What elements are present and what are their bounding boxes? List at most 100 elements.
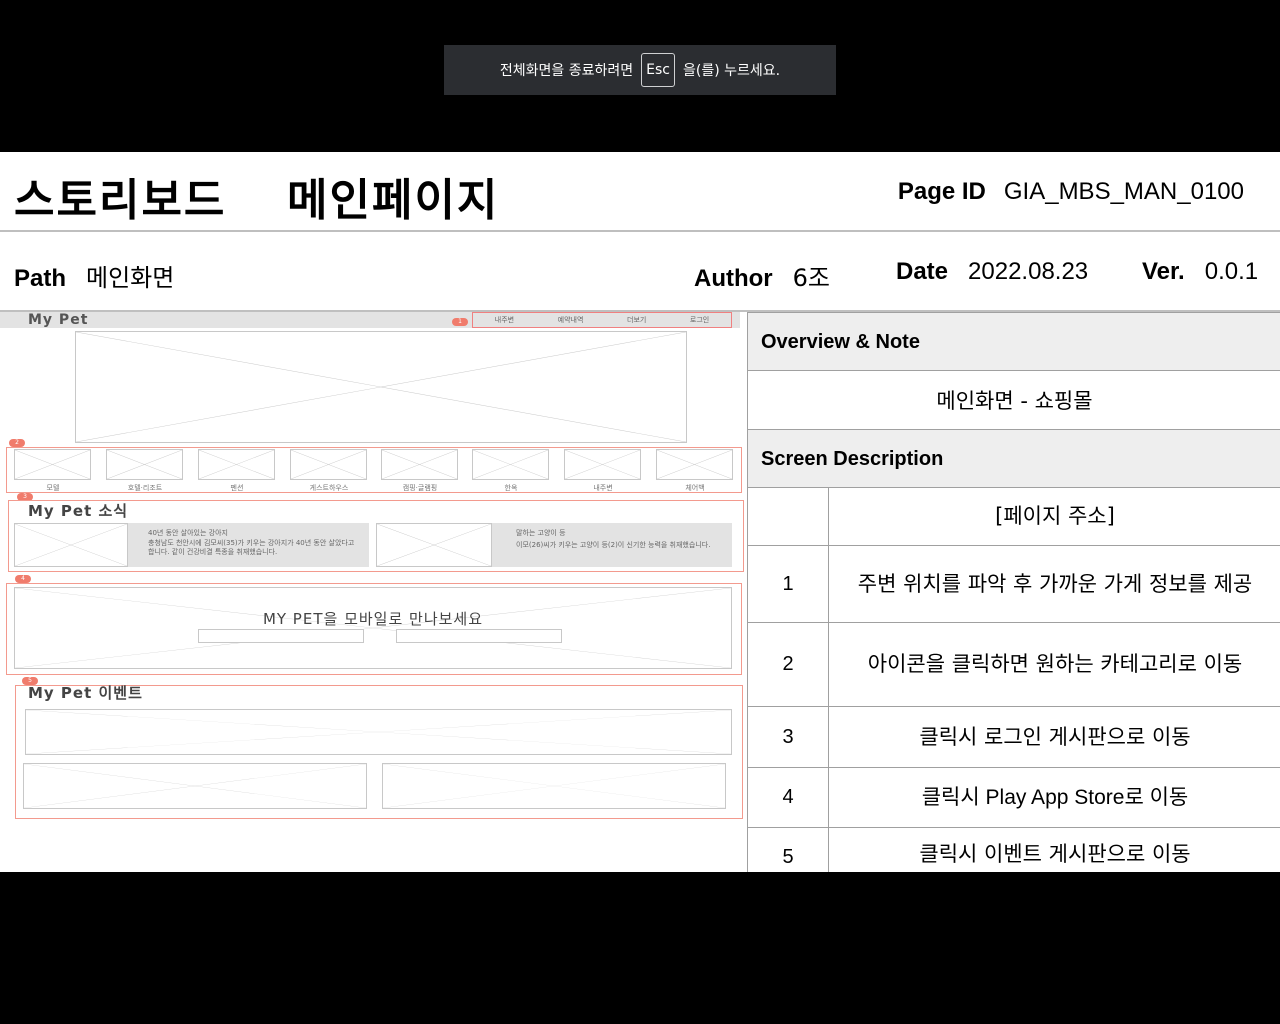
callout-badge-1: 1 <box>452 318 468 326</box>
wireframe-logo: My Pet <box>28 312 89 328</box>
overview-row: 메인화면 - 쇼핑몰 <box>748 370 1280 429</box>
wireframe-nav: My Pet 내주변 예약내역 더보기 로그인 <box>0 312 740 328</box>
category-icon-placeholder <box>106 449 183 480</box>
version-value: 0.0.1 <box>1204 258 1259 285</box>
category-icon-placeholder <box>290 449 367 480</box>
news-card-2: 말하는 고양이 등 이모(26)씨가 키우는 고양이 등(2)이 신기한 능력을… <box>376 523 732 567</box>
page-id-value: GIA_MBS_MAN_0100 <box>1003 178 1244 205</box>
event-section-box <box>15 685 743 819</box>
table-row: 1 주변 위치를 파악 후 가까운 가게 정보를 제공 <box>748 545 1280 622</box>
wf-menu-item: 내주변 <box>494 316 515 324</box>
app-store-button-placeholder <box>198 629 364 643</box>
news-card-title: 40년 동안 살아있는 강아지 <box>148 529 228 537</box>
callout-badge-5: 5 <box>22 677 38 685</box>
toast-suffix: 을(를) 누르세요. <box>682 63 781 79</box>
title-row: 스토리보드 메인페이지 Page ID GIA_MBS_MAN_0100 <box>0 152 1280 232</box>
empty-num-cell <box>748 488 829 545</box>
storyboard-slide: 스토리보드 메인페이지 Page ID GIA_MBS_MAN_0100 Path… <box>0 152 1280 872</box>
row-number: 4 <box>748 768 829 827</box>
mobile-banner-text: MY PET을 모바일로 만나보세요 <box>262 610 484 628</box>
play-store-button-placeholder <box>396 629 562 643</box>
category-label: 체어백 <box>685 484 705 492</box>
news-card-1: 40년 동안 살아있는 강아지 충청남도 천안시에 김모씨(35)가 키우는 강… <box>14 523 369 567</box>
mobile-banner-box <box>6 583 742 675</box>
row-number: 2 <box>748 623 829 706</box>
date-value: 2022.08.23 <box>968 258 1089 285</box>
version-label: Ver. <box>1142 258 1185 285</box>
news-thumb-placeholder <box>376 523 492 567</box>
fullscreen-exit-toast: 전체화면을 종료하려면 Esc 을(를) 누르세요. <box>444 45 836 95</box>
news-card-title: 말하는 고양이 등 <box>516 529 566 537</box>
path-value: 메인화면 <box>86 264 175 292</box>
row-description: 아이콘을 클릭하면 원하는 카테고리로 이동 <box>867 652 1243 676</box>
wireframe-preview: My Pet 내주변 예약내역 더보기 로그인 1 2 모텔 호텔·리조트 펜션 게스… <box>0 312 746 872</box>
table-row: 2 아이콘을 클릭하면 원하는 카테고리로 이동 <box>748 622 1280 706</box>
author-value: 6조 <box>792 264 831 292</box>
row-number: 3 <box>748 707 829 767</box>
category-icon-placeholder <box>14 449 91 480</box>
row-description: 주변 위치를 파악 후 가까운 가게 정보를 제공 <box>857 571 1253 596</box>
hero-image-placeholder <box>75 331 687 443</box>
wf-menu-item: 예약내역 <box>557 316 584 324</box>
category-label: 게스트하우스 <box>309 484 349 492</box>
category-icon-placeholder <box>472 449 549 480</box>
screen-desc-label: Screen Description <box>761 448 944 470</box>
meta-row: Path 메인화면 Author 6조 Date 2022.08.23 Ver. 0.0… <box>0 234 1280 312</box>
author-field: Author 6조 <box>694 258 830 293</box>
category-icon-placeholder <box>564 449 641 480</box>
toast-prefix: 전체화면을 종료하려면 <box>499 63 634 79</box>
news-section-title: My Pet 소식 <box>28 502 129 520</box>
page-address-row: [페이지 주소] <box>748 487 1280 545</box>
category-label: 모텔 <box>46 484 60 492</box>
path-field: Path 메인화면 <box>14 258 174 293</box>
category-icons-box <box>6 447 742 493</box>
callout-badge-3: 3 <box>17 493 33 501</box>
callout-badge-4: 4 <box>15 575 31 583</box>
page-name: 메인페이지 <box>287 175 500 226</box>
author-label: Author <box>694 265 773 292</box>
storyboard-title: 스토리보드 <box>14 175 227 226</box>
wireframe-menu: 내주변 예약내역 더보기 로그인 <box>472 312 732 328</box>
callout-badge-2: 2 <box>9 439 25 447</box>
overview-text: 메인화면 - 쇼핑몰 <box>936 389 1093 413</box>
page-address: [페이지 주소] <box>995 504 1115 528</box>
category-icon-placeholder <box>656 449 733 480</box>
screen-desc-header: Screen Description <box>748 429 1280 487</box>
page-id-label: Page ID <box>897 178 986 205</box>
date-label: Date <box>896 258 949 285</box>
row-description: 클릭시 이벤트 게시판으로 이동 <box>919 842 1191 866</box>
row-number: 1 <box>748 546 829 622</box>
esc-key-hint: Esc <box>641 53 675 87</box>
category-label: 호텔·리조트 <box>127 484 163 492</box>
category-label: 펜션 <box>230 484 244 492</box>
category-label: 내주변 <box>593 484 613 492</box>
table-row: 5 클릭시 이벤트 게시판으로 이동 <box>748 827 1280 872</box>
news-card-body: 충청남도 천안시에 김모씨(35)가 키우는 강아지가 40년 동안 살았다고 … <box>148 539 355 556</box>
news-section-box <box>8 500 744 572</box>
row-description: 클릭시 Play App Store로 이동 <box>921 786 1189 809</box>
row-description: 클릭시 로그인 게시판으로 이동 <box>919 724 1191 749</box>
event-banner-placeholder <box>25 709 732 755</box>
event-card-placeholder <box>382 763 726 809</box>
description-table: Overview & Note 메인화면 - 쇼핑몰 Screen Descri… <box>747 312 1280 872</box>
overview-header: Overview & Note <box>748 312 1280 370</box>
wf-menu-item: 더보기 <box>627 316 647 324</box>
path-label: Path <box>14 265 67 292</box>
news-thumb-placeholder <box>14 523 128 567</box>
category-label: 한옥 <box>504 484 518 492</box>
mobile-banner-placeholder <box>14 587 732 669</box>
category-label: 캠핑·글램핑 <box>402 484 438 492</box>
table-row: 3 클릭시 로그인 게시판으로 이동 <box>748 706 1280 767</box>
row-number: 5 <box>748 828 829 872</box>
category-icon-placeholder <box>198 449 275 480</box>
category-icon-placeholder <box>381 449 458 480</box>
overview-label: Overview & Note <box>761 331 920 353</box>
date-field: Date 2022.08.23 <box>896 258 1088 286</box>
version-field: Ver. 0.0.1 <box>1142 258 1258 286</box>
table-row: 4 클릭시 Play App Store로 이동 <box>748 767 1280 827</box>
event-card-placeholder <box>23 763 367 809</box>
wf-menu-item: 로그인 <box>689 316 710 324</box>
event-section-title: My Pet 이벤트 <box>28 684 143 702</box>
news-card-body: 이모(26)씨가 키우는 고양이 등(2)이 신기한 능력을 취재했습니다. <box>516 541 711 549</box>
page-id: Page ID GIA_MBS_MAN_0100 <box>898 178 1244 206</box>
